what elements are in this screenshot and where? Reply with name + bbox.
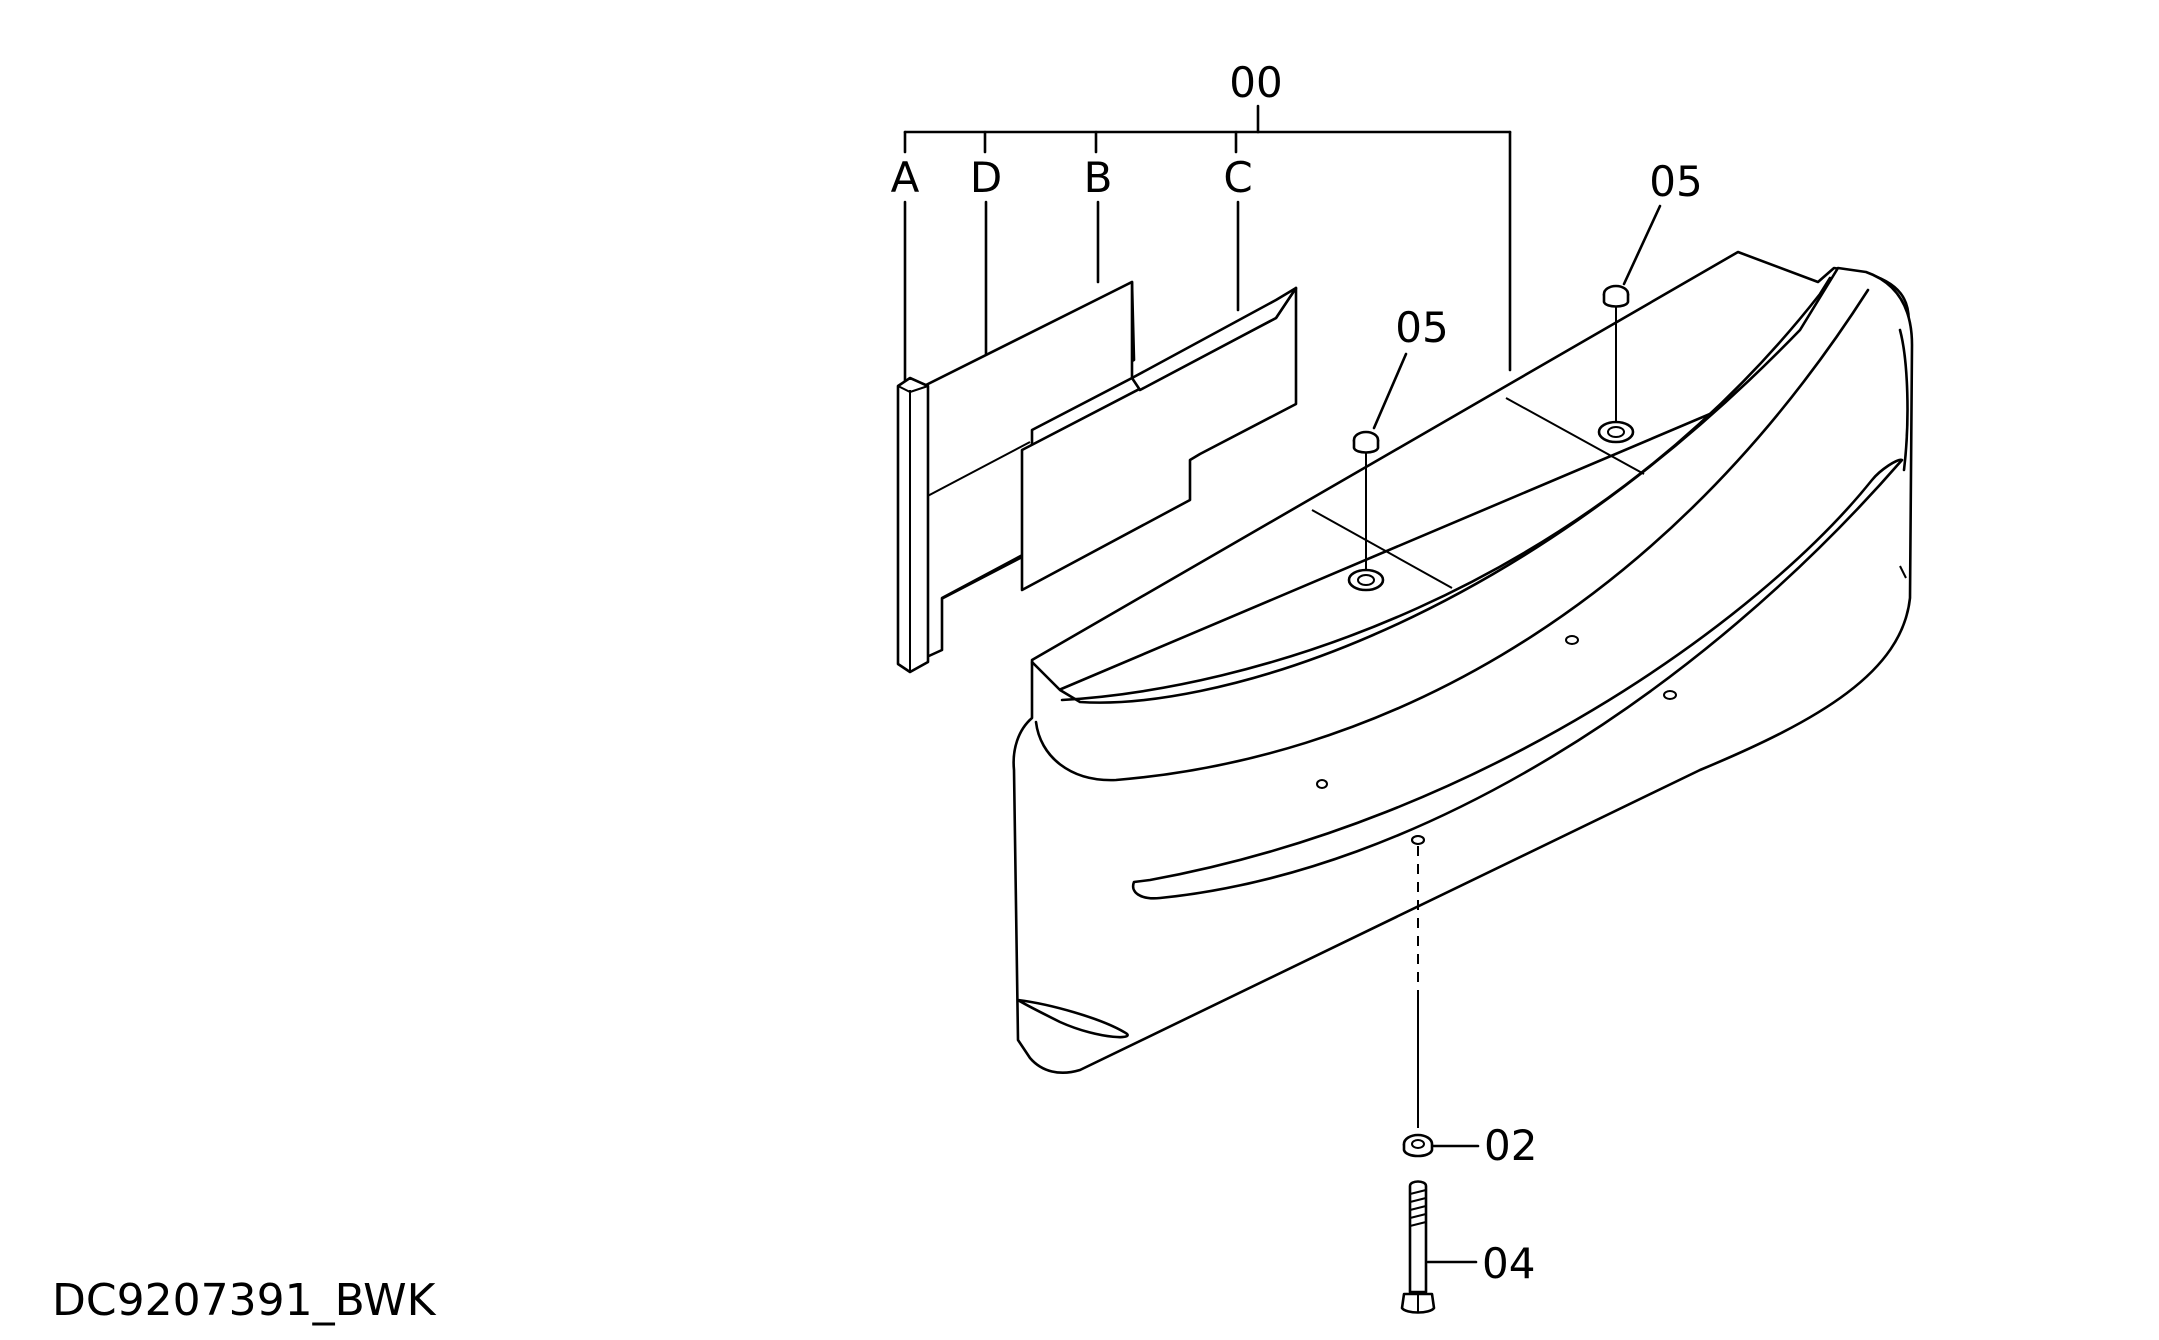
label-b: B bbox=[1084, 153, 1113, 202]
sub-labels: A D B C bbox=[891, 153, 1253, 492]
label-plug-left: 05 bbox=[1395, 303, 1448, 352]
bolt: 04 bbox=[1400, 1180, 1535, 1314]
plug-right: 05 bbox=[1597, 157, 1703, 444]
label-a: A bbox=[891, 153, 920, 202]
washer: 02 bbox=[1402, 1121, 1537, 1170]
bar-a bbox=[896, 376, 930, 674]
label-washer: 02 bbox=[1484, 1121, 1537, 1170]
bolt-axis bbox=[1411, 835, 1425, 1128]
label-plug-right: 05 bbox=[1649, 157, 1702, 206]
label-bolt: 04 bbox=[1482, 1239, 1535, 1288]
drawing-code: DC9207391_BWK bbox=[52, 1275, 437, 1326]
label-c: C bbox=[1223, 153, 1252, 202]
plate-c bbox=[1020, 286, 1298, 592]
label-00: 00 bbox=[1229, 58, 1282, 107]
counterweight bbox=[1012, 250, 1914, 1074]
assembly-bracket: 00 bbox=[903, 58, 1512, 372]
plug-left: 05 bbox=[1347, 303, 1449, 592]
label-d: D bbox=[970, 153, 1002, 202]
